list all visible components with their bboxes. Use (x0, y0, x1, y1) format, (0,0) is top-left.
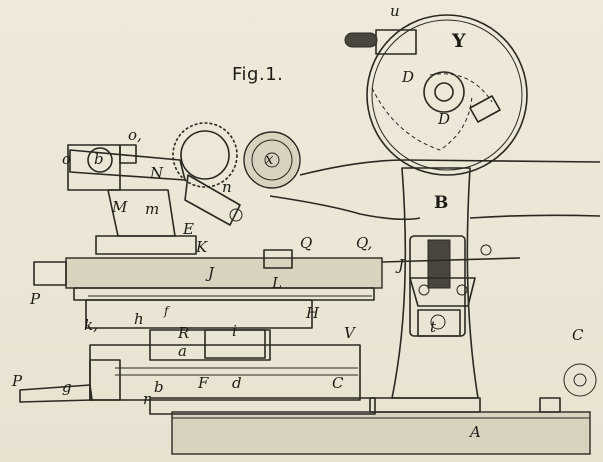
label-V: V (344, 324, 355, 342)
label-a: a (178, 342, 187, 360)
carriage-f (19, 329, 597, 415)
label-C-lower: C (332, 374, 344, 392)
label-C-right: C (572, 326, 584, 344)
label-R: R (178, 324, 190, 342)
label-H: H (306, 304, 320, 322)
label-f: f (164, 304, 169, 318)
label-o-right: o, (128, 126, 142, 144)
label-b-lower: b (154, 378, 164, 396)
label-m: m (145, 200, 160, 218)
label-x: x (265, 150, 274, 168)
base-plate-a (171, 397, 591, 455)
label-o-left: o (62, 150, 72, 168)
wheel-x (243, 131, 301, 189)
label-u: u (390, 2, 400, 20)
label-r: r (143, 390, 151, 408)
label-Y: Y (452, 30, 466, 52)
label-M: M (112, 198, 128, 216)
label-D-upper: D (402, 68, 415, 86)
figure-title: Fig.1. (232, 64, 284, 85)
table-j (33, 244, 521, 329)
gear-n (172, 122, 243, 226)
arm-assembly (67, 144, 197, 255)
label-h: h (134, 310, 144, 328)
label-P-lower: P (12, 372, 23, 390)
label-P-upper: P (30, 290, 41, 308)
label-J-table: J (208, 264, 215, 282)
label-L: L (272, 274, 282, 292)
label-i: i (232, 322, 237, 340)
label-E: E (183, 220, 194, 238)
label-D-lower: D (438, 110, 451, 128)
label-N: N (150, 164, 164, 182)
label-B: B (434, 193, 449, 213)
label-A: A (470, 423, 481, 441)
label-Q1: Q, (356, 234, 373, 252)
label-J-right: J (398, 256, 405, 274)
label-Q: Q (300, 234, 313, 252)
label-d: d (232, 374, 242, 392)
label-k1: k, (84, 316, 98, 334)
grinding-wheel-y (344, 14, 528, 176)
label-F: F (198, 374, 209, 392)
label-t: t (430, 318, 437, 336)
column-b (269, 159, 601, 399)
label-b-upper: b (94, 150, 104, 168)
label-n: n (222, 178, 232, 196)
label-g: g (62, 378, 72, 396)
label-K: K (196, 238, 208, 256)
